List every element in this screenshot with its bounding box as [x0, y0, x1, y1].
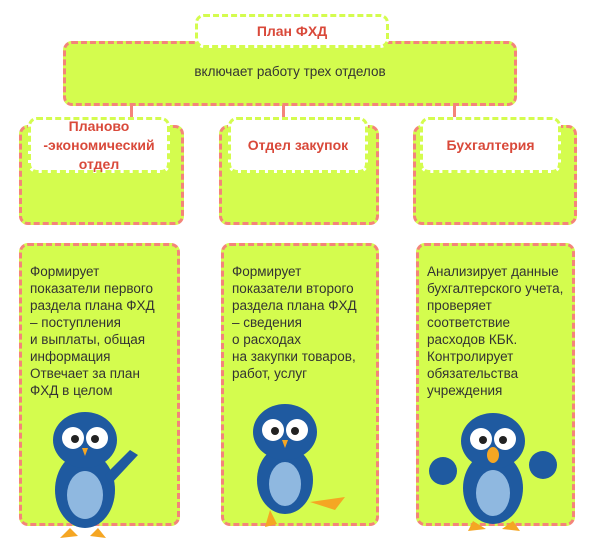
owl-mascot-icon: [429, 413, 557, 531]
owl-mascot-icon: [253, 404, 345, 527]
main-box-text: включает работу трех отделов: [194, 64, 386, 79]
dept-title-accounting: Бухгалтерия: [420, 117, 561, 173]
owl-mascot-icon: [53, 412, 138, 538]
plan-title: План ФХД: [195, 14, 389, 48]
dept-title-procurement: Отдел закупок: [228, 117, 368, 173]
dept-title-planning: Планово -экономический отдел: [28, 117, 170, 173]
